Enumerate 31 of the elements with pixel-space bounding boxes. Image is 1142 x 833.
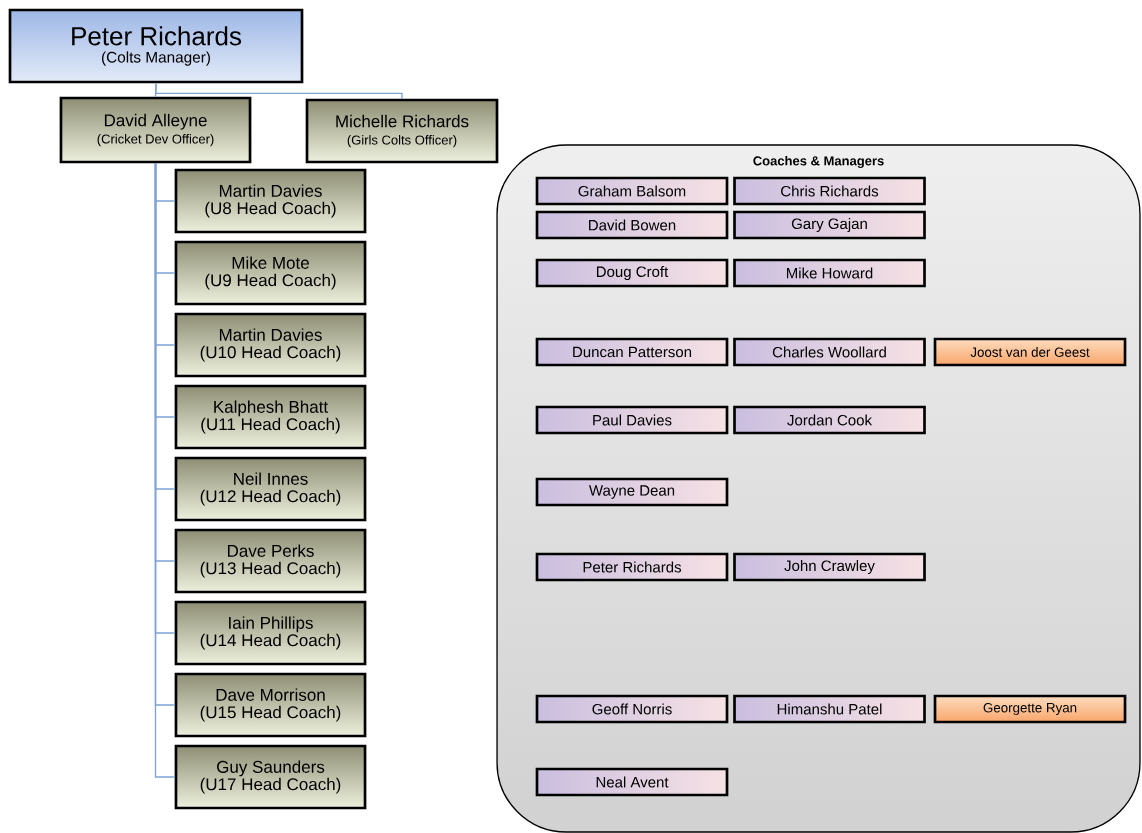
officer-box: David Alleyne (Cricket Dev Officer) [59, 96, 252, 164]
coach-box: Neil Innes (U12 Head Coach) [174, 456, 367, 522]
name-box: John Crawley [733, 552, 926, 582]
coach-box: Mike Mote (U9 Head Coach) [174, 240, 367, 306]
name-box: Chris Richards [733, 176, 926, 206]
name-box: Duncan Patterson [535, 337, 729, 367]
coach-box: Martin Davies (U8 Head Coach) [174, 168, 367, 234]
name-box: Charles Woollard [733, 337, 926, 367]
officer-box: Michelle Richards (Girls Colts Officer) [305, 98, 499, 164]
coach-box: Dave Morrison (U15 Head Coach) [174, 672, 367, 738]
name-box: Peter Richards [535, 552, 729, 582]
coach-box: Dave Perks (U13 Head Coach) [174, 528, 367, 594]
coach-box: Kalphesh Bhatt (U11 Head Coach) [174, 384, 367, 450]
name-box: Neal Avent [535, 767, 729, 797]
connector-line [155, 82, 403, 100]
name-box: Geoff Norris [535, 694, 729, 724]
name-box: David Bowen [535, 210, 729, 240]
name-box: Gary Gajan [733, 210, 926, 240]
name-box: Paul Davies [535, 405, 729, 435]
name-box: Wayne Dean [535, 477, 729, 507]
name-box: Georgette Ryan [933, 694, 1127, 724]
coach-box: Guy Saunders (U17 Head Coach) [174, 744, 367, 810]
name-box: Mike Howard [733, 258, 926, 288]
name-box: Jordan Cook [733, 405, 926, 435]
coach-box: Iain Phillips (U14 Head Coach) [174, 600, 367, 666]
coach-box: Martin Davies (U10 Head Coach) [174, 312, 367, 378]
manager-box: Peter Richards (Colts Manager) [8, 8, 304, 84]
name-box: Joost van der Geest [933, 337, 1127, 367]
name-box: Himanshu Patel [733, 694, 926, 724]
name-box: Doug Croft [535, 258, 729, 288]
name-box: Graham Balsom [535, 176, 729, 206]
